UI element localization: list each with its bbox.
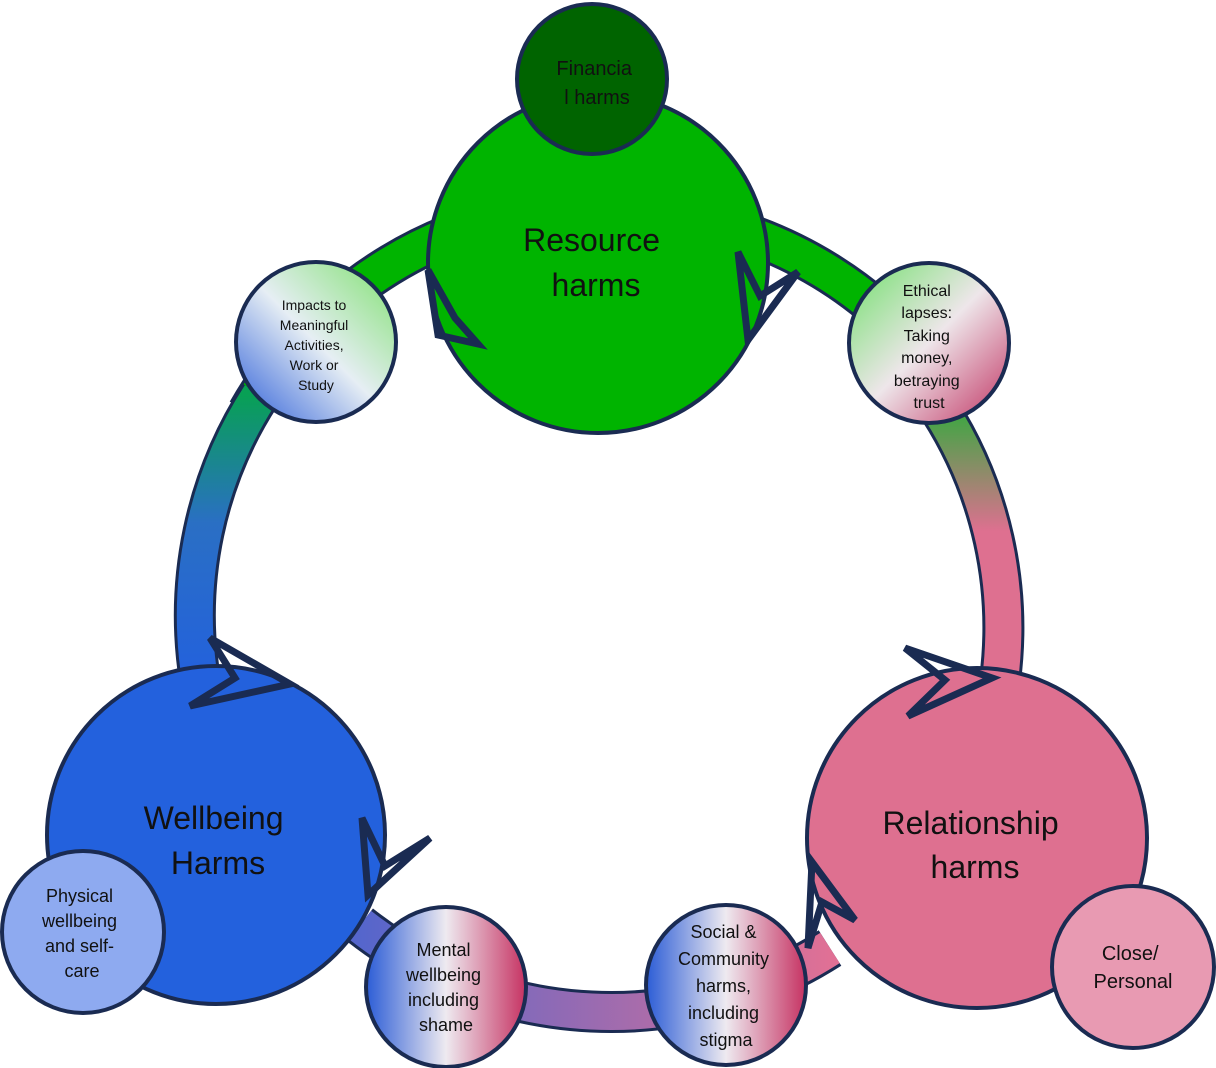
close-personal-node: Close/ Personal [1050, 884, 1216, 1050]
resource-harms-label: Resource [523, 222, 660, 258]
financial-harms-circle [515, 2, 669, 156]
relationship-harms-label: Relationship [883, 805, 1059, 841]
arrow-icon [424, 268, 488, 350]
ethical-lapses-label-4: money, [901, 350, 952, 367]
svg-text:Resource harms: Resource harms [523, 222, 669, 303]
ring-arc-right-fill [924, 400, 1022, 683]
ethical-lapses-label-6: trust [913, 395, 945, 412]
activities-label-4: Work or [290, 357, 339, 373]
mental-wellbeing-label-3: including [408, 990, 479, 1010]
activities-label-3: Activities, [284, 337, 343, 353]
social-community-label-1: Social & [690, 922, 756, 942]
ring-arc-left-fill [176, 385, 276, 683]
activities-label-2: Meaningful [280, 317, 349, 333]
activities-node: Impacts to Meaningful Activities, Work o… [234, 260, 398, 424]
svg-text:Close/ Personal: Close/ Personal [1094, 943, 1173, 993]
svg-text:Mental wellbeing i: Mental wellbeing including shame [405, 940, 486, 1035]
ethical-lapses-label-5: betraying [894, 373, 960, 390]
activities-label-1: Impacts to [282, 297, 347, 313]
mental-wellbeing-circle [364, 905, 528, 1068]
social-community-node: Social & Community harms, including stig… [644, 903, 808, 1067]
mental-wellbeing-label-1: Mental [416, 940, 470, 960]
svg-text:Impacts to Meaningful: Impacts to Meaningful Activities, Work o… [280, 297, 352, 393]
close-personal-circle [1050, 884, 1216, 1050]
physical-wellbeing-label-3: and self- [45, 936, 114, 956]
resource-harms-label-2: harms [552, 267, 641, 303]
social-community-circle [644, 903, 808, 1067]
mental-wellbeing-node: Mental wellbeing including shame [364, 905, 528, 1068]
physical-wellbeing-node: Physical wellbeing and self- care [0, 849, 166, 1015]
physical-wellbeing-label-4: care [64, 961, 99, 981]
ethical-lapses-label-2: lapses: [901, 305, 952, 322]
activities-circle [234, 260, 398, 424]
arrow-icon [734, 250, 801, 350]
financial-harms-node: Financia l harms [515, 2, 669, 156]
svg-text:Social & Community: Social & Community harms, including stig… [678, 922, 774, 1050]
arrow-icon [358, 816, 433, 903]
ethical-lapses-circle [847, 261, 1011, 425]
financial-harms-label-2: l harms [564, 87, 630, 109]
arrow-icon [188, 634, 300, 710]
relationship-harms-node: Relationship harms [805, 666, 1149, 1010]
cycle-arrows [188, 250, 1002, 950]
activities-label-5: Study [298, 377, 334, 393]
arrow-icon [804, 852, 858, 950]
ethical-lapses-label-1: Ethical [903, 283, 951, 300]
social-community-label-4: including [688, 1003, 759, 1023]
social-community-label-3: harms, [696, 976, 751, 996]
svg-text:Financia l harms: Financia l harms [556, 58, 637, 109]
ethical-lapses-node: Ethical lapses: Taking money, betraying … [847, 261, 1011, 425]
wellbeing-harms-label-2: Harms [171, 845, 265, 881]
arrow-icon [902, 644, 1002, 720]
svg-text:Wellbeing Harms: Wellbeing Harms [144, 800, 293, 881]
social-community-label-2: Community [678, 949, 769, 969]
close-personal-label-2: Personal [1094, 971, 1173, 993]
wellbeing-harms-label: Wellbeing [144, 800, 284, 836]
mental-wellbeing-label-2: wellbeing [405, 965, 481, 985]
social-community-label-5: stigma [699, 1030, 753, 1050]
ethical-lapses-label-3: Taking [904, 328, 950, 345]
svg-text:Relationship harms: Relationship harms [883, 805, 1068, 885]
physical-wellbeing-label-2: wellbeing [41, 911, 117, 931]
mental-wellbeing-label-4: shame [419, 1015, 473, 1035]
relationship-harms-circle [805, 666, 1149, 1010]
svg-text:Physical wellbeing: Physical wellbeing and self- care [41, 886, 122, 981]
physical-wellbeing-circle [0, 849, 166, 1015]
financial-harms-label-1: Financia [556, 58, 632, 80]
svg-text:Ethical lapses: Ta: Ethical lapses: Taking money, betraying … [894, 283, 964, 412]
close-personal-label-1: Close/ [1102, 943, 1159, 965]
relationship-harms-label-2: harms [931, 849, 1020, 885]
physical-wellbeing-label-1: Physical [46, 886, 113, 906]
